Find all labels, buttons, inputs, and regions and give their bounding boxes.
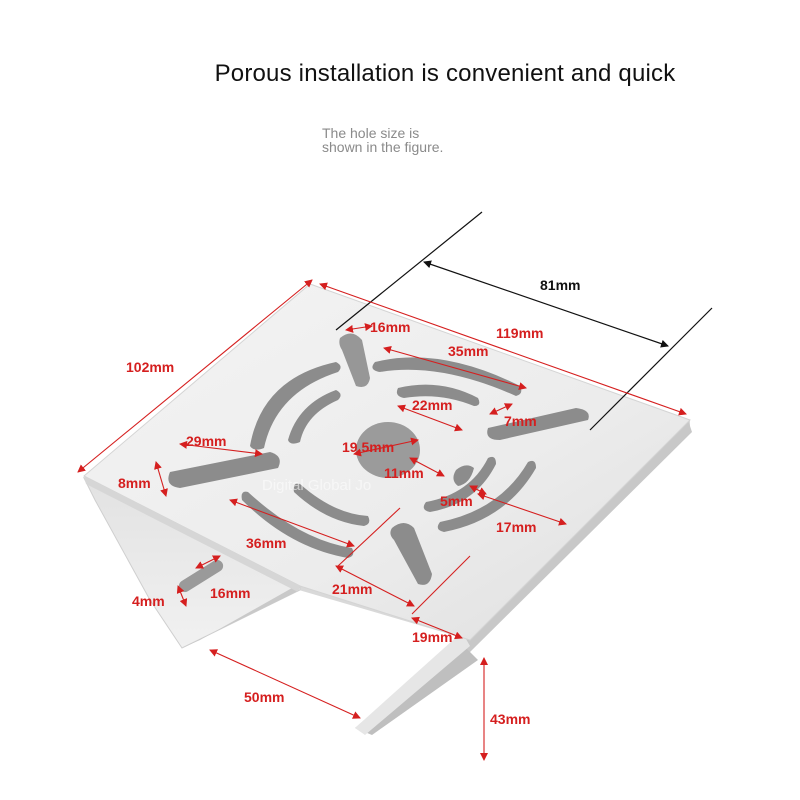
red-dimension-labels: 119mm 102mm 16mm 35mm 22mm 7mm 29mm 8mm … <box>118 319 543 727</box>
dim-21-ext <box>337 507 401 567</box>
dim-22-line <box>397 404 463 432</box>
arc-slot-right-2 <box>423 456 496 512</box>
arc-slot-right-1 <box>437 460 536 532</box>
note-line-2: shown in the figure. <box>322 139 444 155</box>
red-dimension-lines <box>77 279 687 761</box>
dim-50-line <box>209 649 361 719</box>
dim-22-label: 22mm <box>412 397 452 413</box>
dim-102-line <box>77 279 313 473</box>
bracket-body <box>82 283 692 735</box>
headline: Porous installation is convenient and qu… <box>214 60 676 87</box>
bracket-foot-face <box>355 632 470 735</box>
dim-16a-label: 16mm <box>370 319 410 335</box>
dim-17-line <box>477 492 567 526</box>
dim-35-label: 35mm <box>448 343 488 359</box>
note-line-1: The hole size is <box>322 125 420 141</box>
dim-4-line <box>176 585 188 607</box>
dim-8-line <box>154 461 168 497</box>
dim-7-label: 7mm <box>504 413 537 429</box>
dim-8-label: 8mm <box>118 475 151 491</box>
watermark: Digital Global Jo <box>262 477 371 494</box>
bracket-left-flange-shadow <box>182 588 300 648</box>
bottom-slot <box>390 523 432 585</box>
dim-16a-line <box>345 323 373 333</box>
dim-7-line <box>489 403 513 415</box>
dim-195-line <box>353 437 419 457</box>
hole-size-note: The hole size is shown in the figure. <box>322 126 443 154</box>
dim-29-label: 29mm <box>186 433 226 449</box>
dim-36-line <box>229 498 355 548</box>
dim-43-label: 43mm <box>490 711 530 727</box>
dim-36-label: 36mm <box>246 535 286 551</box>
arc-slot-right-3 <box>453 465 474 486</box>
dim-21-ext2 <box>411 555 471 615</box>
bracket-front-edge <box>84 476 300 592</box>
dim-81-ext-left <box>335 211 483 331</box>
dim-16b-line <box>195 555 221 569</box>
dim-5-label: 5mm <box>440 493 473 509</box>
dim-50-label: 50mm <box>244 689 284 705</box>
dim-16b-label: 16mm <box>210 585 250 601</box>
dim-11-label: 11mm <box>384 465 424 481</box>
dim-102-label: 102mm <box>126 359 174 375</box>
dim-19-line <box>411 616 463 640</box>
right-slot <box>487 408 589 440</box>
dim-29-line <box>179 440 263 458</box>
dim-195-label: 19.5mm <box>342 439 394 455</box>
dim-21-line <box>335 565 415 607</box>
dim-4-label: 4mm <box>132 593 165 609</box>
dim-81-label: 81mm <box>540 277 580 293</box>
bracket-right-fold <box>463 420 692 654</box>
dim-35-line <box>383 346 527 390</box>
dim-21-label: 21mm <box>332 581 372 597</box>
dim-11-line <box>409 457 445 477</box>
dim-19-label: 19mm <box>412 629 452 645</box>
dim-119-label: 119mm <box>496 325 543 341</box>
dim-17-label: 17mm <box>496 519 536 535</box>
